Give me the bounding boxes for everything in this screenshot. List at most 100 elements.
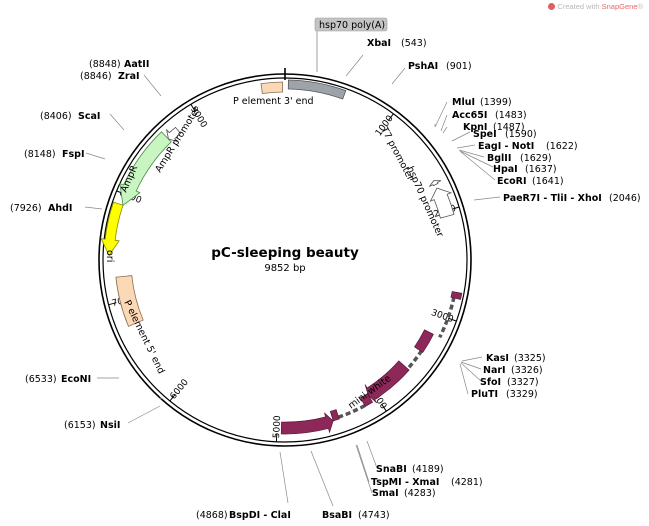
site-EagI-NotI[interactable]: EagI - NotI (1622) [478, 141, 578, 152]
site-BsaBI[interactable]: BsaBI(4743) [322, 510, 390, 521]
svg-text:(3329): (3329) [506, 389, 538, 400]
svg-text:(8406): (8406) [40, 111, 72, 122]
site-ZraI[interactable]: (8846) ZraI [80, 71, 140, 82]
svg-text:Acc65I: Acc65I [452, 110, 487, 121]
svg-text:ScaI: ScaI [78, 111, 100, 122]
svg-text:(3325): (3325) [514, 353, 546, 364]
svg-text:SmaI: SmaI [372, 488, 399, 499]
mini-white-exon [329, 409, 340, 422]
site-HpaI[interactable]: HpaI(1637) [493, 164, 557, 175]
svg-text:NsiI: NsiI [100, 420, 120, 431]
svg-text:PshAI: PshAI [408, 61, 438, 72]
mini-white-exon [280, 412, 334, 435]
svg-text:BglII: BglII [487, 153, 511, 164]
tick-mark [381, 404, 387, 412]
svg-text:(901): (901) [446, 61, 472, 72]
tick-mark [169, 394, 176, 402]
p-element-5-arc [115, 275, 144, 327]
svg-text:XbaI: XbaI [367, 38, 391, 49]
svg-text:PaeR7I - TliI - XhoI: PaeR7I - TliI - XhoI [503, 193, 602, 204]
site-NsiI[interactable]: (6153) NsiI [64, 420, 120, 431]
site-NarI[interactable]: NarI (3326) [483, 365, 543, 376]
site-PluTI[interactable]: PluTI(3329) [471, 389, 538, 400]
site-AhdI[interactable]: (7926)AhdI [10, 203, 72, 214]
site-BspDI-ClaI[interactable]: (4868)BspDI - ClaI [196, 510, 291, 521]
hsp70-polya-label: hsp70 poly(A) [319, 20, 385, 31]
svg-text:(6153): (6153) [64, 420, 96, 431]
svg-text:NarI: NarI [483, 365, 506, 376]
svg-text:(1590): (1590) [505, 129, 537, 140]
plasmid-size: 9852 bp [264, 263, 305, 274]
credit-brand: SnapGene [601, 2, 638, 11]
feature-p-element-5[interactable]: P element 5' end [115, 275, 167, 376]
ampr-promoter-arrow [165, 126, 182, 143]
svg-text:(8848): (8848) [89, 59, 121, 70]
site-PshAI[interactable]: PshAI (901) [408, 61, 472, 72]
p-element-3-arc [260, 81, 284, 94]
svg-text:EagI - NotI: EagI - NotI [478, 141, 534, 152]
site-leader-lines [84, 54, 501, 507]
credit-prefix: Created with [557, 2, 602, 11]
svg-text:(4189): (4189) [412, 464, 444, 475]
site-SpeI[interactable]: SpeI (1590) [473, 129, 537, 140]
mini-white-exon [364, 360, 410, 404]
svg-text:KasI: KasI [486, 353, 509, 364]
site-PaeR7I-TliI-XhoI[interactable]: PaeR7I - TliI - XhoI(2046) [503, 193, 641, 204]
ampr-arrow [119, 131, 172, 207]
site-MluI[interactable]: MluI(1399) [452, 97, 512, 108]
site-SfoI[interactable]: SfoI (3327) [480, 377, 539, 388]
hsp70-polya-label-box [314, 17, 388, 32]
svg-text:(1487): (1487) [493, 122, 525, 133]
site-AatII[interactable]: (8848)AatII [89, 59, 149, 70]
svg-text:(6533): (6533) [25, 374, 57, 385]
site-Acc65I[interactable]: Acc65I (1483) [452, 110, 527, 121]
snapgene-credit: Created with SnapGene® [548, 2, 643, 11]
svg-text:SpeI: SpeI [473, 129, 497, 140]
svg-text:(3326): (3326) [511, 365, 543, 376]
mini-white-exon [414, 329, 434, 353]
svg-text:BspDI - ClaI: BspDI - ClaI [229, 510, 291, 521]
site-EcoNI[interactable]: (6533) EcoNI [25, 374, 91, 385]
feature-p-element-3[interactable]: P element 3' end [233, 81, 314, 107]
feature-hsp70-polya[interactable]: hsp70 poly(A) [287, 17, 388, 100]
mini-white-exon [450, 291, 463, 300]
site-KasI[interactable]: KasI (3325) [486, 353, 546, 364]
site-KpnI[interactable]: KpnI (1487) [463, 122, 525, 133]
site-FspI[interactable]: (8148)FspI [24, 149, 84, 160]
site-TspMI-XmaI[interactable]: TspMI - XmaI(4281) [371, 477, 483, 488]
svg-text:(4868): (4868) [196, 510, 228, 521]
tick-mark [448, 317, 457, 322]
ori-label: ori [104, 250, 115, 262]
site-SnaBI[interactable]: SnaBI(4189) [376, 464, 444, 475]
site-ScaI[interactable]: (8406) ScaI [40, 111, 100, 122]
tick-mark [388, 113, 394, 121]
svg-text:KpnI: KpnI [463, 122, 487, 133]
site-EcoRI[interactable]: EcoRI(1641) [497, 176, 564, 187]
svg-text:(1483): (1483) [495, 110, 527, 121]
svg-text:SfoI: SfoI [480, 377, 501, 388]
svg-text:(1629): (1629) [520, 153, 552, 164]
credit-suffix: ® [637, 2, 643, 11]
p-element-3-label: P element 3' end [233, 96, 314, 107]
svg-text:TspMI - XmaI: TspMI - XmaI [371, 477, 439, 488]
plasmid-name: pC-sleeping beauty [211, 245, 359, 261]
svg-text:ZraI: ZraI [118, 71, 140, 82]
svg-text:HpaI: HpaI [493, 164, 518, 175]
hsp70-polya-arc [287, 79, 347, 100]
ori-arrow [100, 201, 124, 257]
svg-text:(543): (543) [401, 38, 427, 49]
svg-text:(1622): (1622) [546, 141, 578, 152]
site-XbaI[interactable]: XbaI (543) [367, 38, 427, 49]
svg-text:MluI: MluI [452, 97, 475, 108]
svg-text:(3327): (3327) [507, 377, 539, 388]
feature-ori[interactable]: ori [100, 201, 124, 262]
svg-text:(8846): (8846) [80, 71, 112, 82]
site-BglII[interactable]: BglII (1629) [487, 153, 552, 164]
snapgene-logo-icon [548, 3, 556, 10]
site-SmaI[interactable]: SmaI(4283) [372, 488, 436, 499]
svg-text:EcoNI: EcoNI [61, 374, 91, 385]
svg-text:FspI: FspI [62, 149, 84, 160]
svg-text:(1641): (1641) [532, 176, 564, 187]
tick-mark [108, 302, 117, 306]
t7-promoter-arrow [429, 180, 442, 187]
